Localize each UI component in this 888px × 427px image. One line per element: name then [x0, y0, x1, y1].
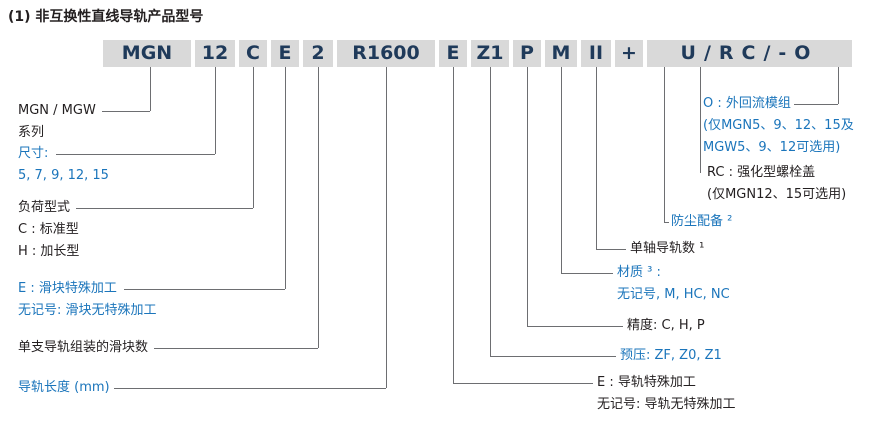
leader-line	[318, 67, 319, 348]
callout-size: 尺寸: 5, 7, 9, 12, 15	[18, 143, 109, 187]
callout-text: 无记号: 滑块无特殊加工	[18, 303, 157, 318]
leader-line	[150, 67, 151, 111]
page-title: (1) 非互换性直线导轨产品型号	[8, 9, 204, 25]
leader-line	[56, 154, 215, 155]
model-segment-plus: +	[615, 40, 643, 67]
model-segment-rail-length: R1600	[337, 40, 435, 67]
callout-text: 预压: ZF, Z0, Z1	[620, 348, 722, 363]
callout-rail-count: 单轴导轨数 ¹	[630, 238, 704, 260]
model-segment-block-machining: E	[271, 40, 299, 67]
leader-line	[490, 356, 616, 357]
leader-line	[154, 348, 318, 349]
callout-text: H : 加长型	[18, 244, 80, 259]
leader-line	[794, 104, 838, 105]
model-segment-series: MGN	[103, 40, 191, 67]
callout-text: C : 标准型	[18, 222, 79, 237]
callout-material: 材质 ³ : 无记号, M, HC, NC	[617, 262, 730, 306]
leader-line	[596, 249, 626, 250]
model-segment-options: U/RC/-O	[647, 40, 852, 67]
callout-text: 无记号, M, HC, NC	[617, 287, 730, 302]
callout-text: 导轨长度 (mm)	[18, 380, 110, 395]
callout-text: RC : 强化型螺栓盖	[707, 165, 816, 180]
callout-text: 无记号: 导轨无特殊加工	[597, 397, 736, 412]
callout-rail-length: 导轨长度 (mm)	[18, 377, 110, 399]
leader-line	[253, 67, 254, 208]
leader-line	[386, 67, 387, 388]
leader-line	[215, 67, 216, 154]
callout-text: (仅MGN12、15可选用)	[707, 187, 847, 202]
callout-text: 单轴导轨数 ¹	[630, 241, 705, 256]
model-segment-precision: P	[513, 40, 541, 67]
leader-line	[114, 388, 386, 389]
leader-line	[561, 67, 562, 273]
model-segment-size: 12	[195, 40, 235, 67]
leader-line	[102, 111, 150, 112]
callout-text: 防尘配备 ²	[671, 214, 733, 229]
callout-text: (仅MGN5、9、12、15及	[703, 118, 854, 133]
model-segment-rail-machining: E	[439, 40, 467, 67]
leader-line	[838, 67, 839, 104]
leader-line	[561, 273, 613, 274]
callout-text: E : 导轨特殊加工	[597, 375, 696, 390]
leader-line	[664, 67, 665, 222]
callout-text: 材质 ³ :	[617, 265, 661, 280]
callout-text: O : 外回流模组	[703, 96, 791, 111]
leader-line	[527, 326, 623, 327]
callout-load-type: 负荷型式 C : 标准型 H : 加长型	[18, 197, 79, 263]
callout-text: 系列	[18, 125, 45, 140]
callout-text: 尺寸:	[18, 146, 49, 161]
model-segment-load-type: C	[239, 40, 267, 67]
leader-line	[453, 383, 593, 384]
leader-line	[124, 289, 285, 290]
leader-line	[490, 67, 491, 356]
callout-text: 负荷型式	[18, 200, 71, 215]
callout-rail-machining: E : 导轨特殊加工 无记号: 导轨无特殊加工	[597, 372, 736, 416]
callout-dust-protection: 防尘配备 ²	[671, 211, 732, 233]
callout-text: E : 滑块特殊加工	[18, 281, 117, 296]
leader-line	[700, 67, 701, 173]
model-segment-rail-count: II	[581, 40, 611, 67]
callout-preload: 预压: ZF, Z0, Z1	[620, 345, 722, 367]
callout-block-machining: E : 滑块特殊加工 无记号: 滑块无特殊加工	[18, 278, 157, 322]
callout-bolt-cap: RC : 强化型螺栓盖 (仅MGN12、15可选用)	[707, 162, 846, 206]
model-segment-material: M	[545, 40, 577, 67]
callout-text: MGW5、9、12可选用)	[703, 140, 841, 155]
callout-text: 5, 7, 9, 12, 15	[18, 168, 109, 183]
callout-series: MGN / MGW 系列	[18, 100, 96, 144]
leader-line	[596, 67, 597, 249]
callout-text: 精度: C, H, P	[627, 318, 705, 333]
callout-block-count: 单支导轨组装的滑块数	[18, 337, 148, 359]
leader-line	[76, 208, 253, 209]
callout-recirculation-module: O : 外回流模组 (仅MGN5、9、12、15及 MGW5、9、12可选用)	[703, 93, 854, 159]
leader-line	[285, 67, 286, 289]
callout-text: 单支导轨组装的滑块数	[18, 340, 149, 355]
leader-line	[664, 222, 669, 223]
model-segment-preload: Z1	[471, 40, 509, 67]
leader-line	[453, 67, 454, 383]
leader-line	[527, 67, 528, 326]
callout-text: MGN / MGW	[18, 103, 96, 118]
model-segment-block-count: 2	[303, 40, 333, 67]
callout-precision: 精度: C, H, P	[627, 315, 705, 337]
